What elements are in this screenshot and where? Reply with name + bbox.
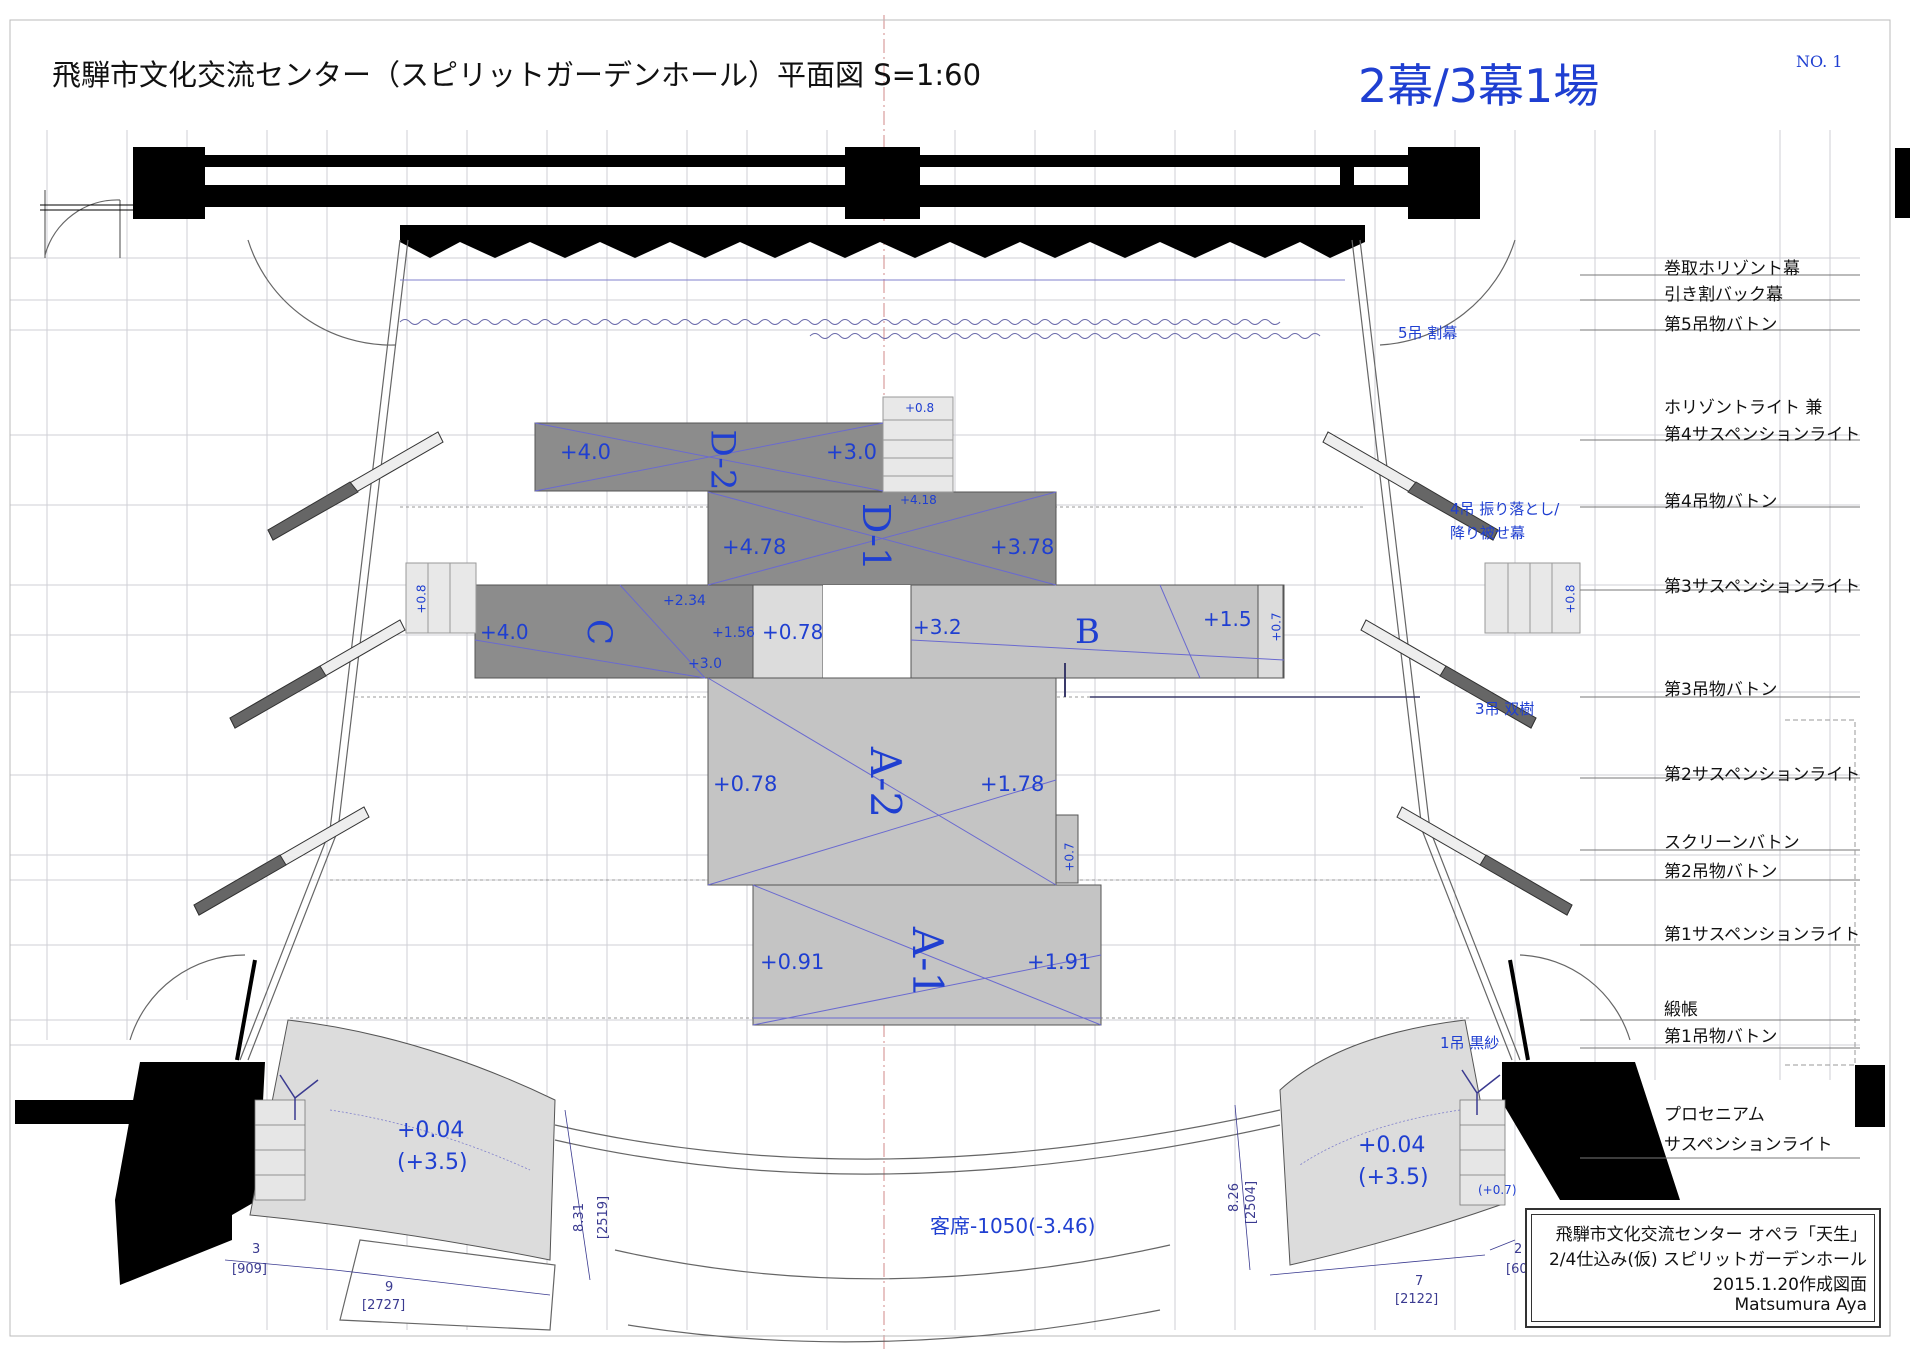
dim-left-2b: [2727] [362, 1298, 406, 1313]
title-block-line-4: Matsumura Aya [1734, 1295, 1867, 1315]
b-right-height: +1.5 [1203, 607, 1252, 631]
batten-label: サスペンションライト [1664, 1135, 1833, 1155]
batten-label: 第2サスペンションライト [1664, 765, 1861, 785]
a2-side-height: +0.7 [1062, 842, 1077, 872]
steps-right-height: +0.8 [1563, 584, 1578, 614]
d1-right-height: +3.78 [990, 535, 1055, 559]
batten-label: 第4サスペンションライト [1664, 425, 1861, 445]
title-block-line-3: 2015.1.20作成図面 [1712, 1275, 1867, 1295]
batten-label: 第1サスペンションライト [1664, 925, 1861, 945]
hang-note-4b: 降り被せ幕 [1450, 524, 1526, 542]
pit-right-step-height: (+0.7) [1478, 1183, 1517, 1197]
c-left-height: +4.0 [480, 620, 529, 644]
platforms [405, 396, 1581, 1026]
cyc-masking [400, 225, 1365, 258]
dim-left-3b: [2519] [596, 1195, 612, 1240]
dim-left-2: 9 [385, 1280, 394, 1295]
batten-label: 第4吊物バトン [1664, 492, 1778, 512]
d2-right-height: +3.0 [826, 440, 877, 464]
pit-left-height-alt: (+3.5) [397, 1150, 468, 1175]
a2-right-height: +1.78 [980, 772, 1045, 796]
dim-left-1b: [909] [232, 1262, 267, 1277]
platform-a1-name: A-1 [903, 926, 953, 999]
pit-areas [249, 1019, 1501, 1266]
batten-label: 第5吊物バトン [1664, 315, 1778, 335]
dim-right-2b: [2122] [1395, 1292, 1439, 1307]
title-block: 飛騨市文化交流センター オペラ「天生」 2/4仕込み(仮) スピリットガーデンホ… [1525, 1208, 1881, 1328]
b-left-height: +3.2 [913, 615, 962, 639]
title-block-frame [1531, 1214, 1875, 1322]
pit-right-height: +0.04 [1358, 1133, 1426, 1158]
hang-note-3: 3吊 双樹 [1475, 700, 1535, 718]
title-block-line-2: 2/4仕込み(仮) スピリットガーデンホール [1548, 1250, 1867, 1270]
batten-label: 緞帳 [1664, 1000, 1698, 1020]
batten-label: プロセニアム [1664, 1105, 1765, 1125]
page-number: NO. 1 [1796, 52, 1843, 71]
pit-right-height-alt: (+3.5) [1358, 1165, 1429, 1190]
platform-center [752, 584, 824, 679]
dim-right-3b: [60 [1506, 1262, 1528, 1277]
seating-level: 客席-1050(-3.46) [930, 1214, 1096, 1238]
b-side-height: +0.7 [1269, 612, 1284, 642]
platform-d2-name: D-2 [702, 429, 743, 491]
dim-right-3: 2 [1514, 1242, 1523, 1257]
page-title: 飛騨市文化交流センター（スピリットガーデンホール）平面図 S=1:60 [52, 58, 982, 92]
dim-right-1: 8.26 [1226, 1183, 1242, 1212]
c-mid-height: +1.56 [712, 625, 755, 641]
side-lights [193, 431, 1573, 916]
a1-left-height: +0.91 [760, 950, 825, 974]
batten-label: 巻取ホリゾント幕 [1664, 259, 1800, 279]
batten-label: 第3サスペンションライト [1664, 577, 1861, 597]
batten-label: 第2吊物バトン [1664, 862, 1778, 882]
steps-left [405, 562, 477, 634]
hang-note-4a: 4吊 振り落とし/ [1450, 500, 1560, 518]
d1-top-height: +4.18 [900, 493, 937, 507]
page-border [9, 19, 1891, 1337]
platform-a2-name: A-2 [861, 746, 911, 819]
batten-label: ホリゾントライト 兼 [1664, 398, 1823, 418]
platform-c-name: C [579, 618, 620, 646]
a2-left-height: +0.78 [713, 772, 778, 796]
dim-left-3: 8.31 [571, 1203, 587, 1232]
steps-left-height: +0.8 [414, 584, 429, 614]
d1-left-height: +4.78 [722, 535, 787, 559]
hang-note-1: 1吊 黒紗 [1440, 1034, 1500, 1052]
steps-top-height: +0.8 [905, 401, 935, 415]
dim-right-1b: [2504] [1244, 1180, 1260, 1225]
proscenium-walls [15, 148, 1910, 1285]
back-wall [133, 147, 1480, 219]
platform-b-name: B [1075, 612, 1100, 652]
batten-label: 引き割バック幕 [1664, 285, 1783, 305]
c-top-height: +2.34 [663, 593, 706, 609]
hang-note-5: 5吊 割幕 [1398, 324, 1458, 342]
split-curtain [399, 319, 1281, 325]
pit-left-height: +0.04 [397, 1118, 465, 1143]
platform-d1-name: D-1 [854, 502, 899, 572]
c-bottom-height: +3.0 [688, 656, 722, 672]
batten-label: 第1吊物バトン [1664, 1027, 1778, 1047]
a1-right-height: +1.91 [1027, 950, 1092, 974]
dim-right-2: 7 [1415, 1274, 1424, 1289]
center-height: +0.78 [762, 620, 824, 644]
d2-left-height: +4.0 [560, 440, 611, 464]
platform-b [910, 584, 1285, 679]
batten-label: 第3吊物バトン [1664, 680, 1778, 700]
scene-title: 2幕/3幕1場 [1358, 59, 1600, 113]
dim-left-1: 3 [252, 1242, 261, 1257]
batten-label: スクリーンバトン [1664, 833, 1800, 853]
steps-right [1484, 562, 1581, 634]
title-block-line-1: 飛騨市文化交流センター オペラ「天生」 [1555, 1225, 1867, 1245]
